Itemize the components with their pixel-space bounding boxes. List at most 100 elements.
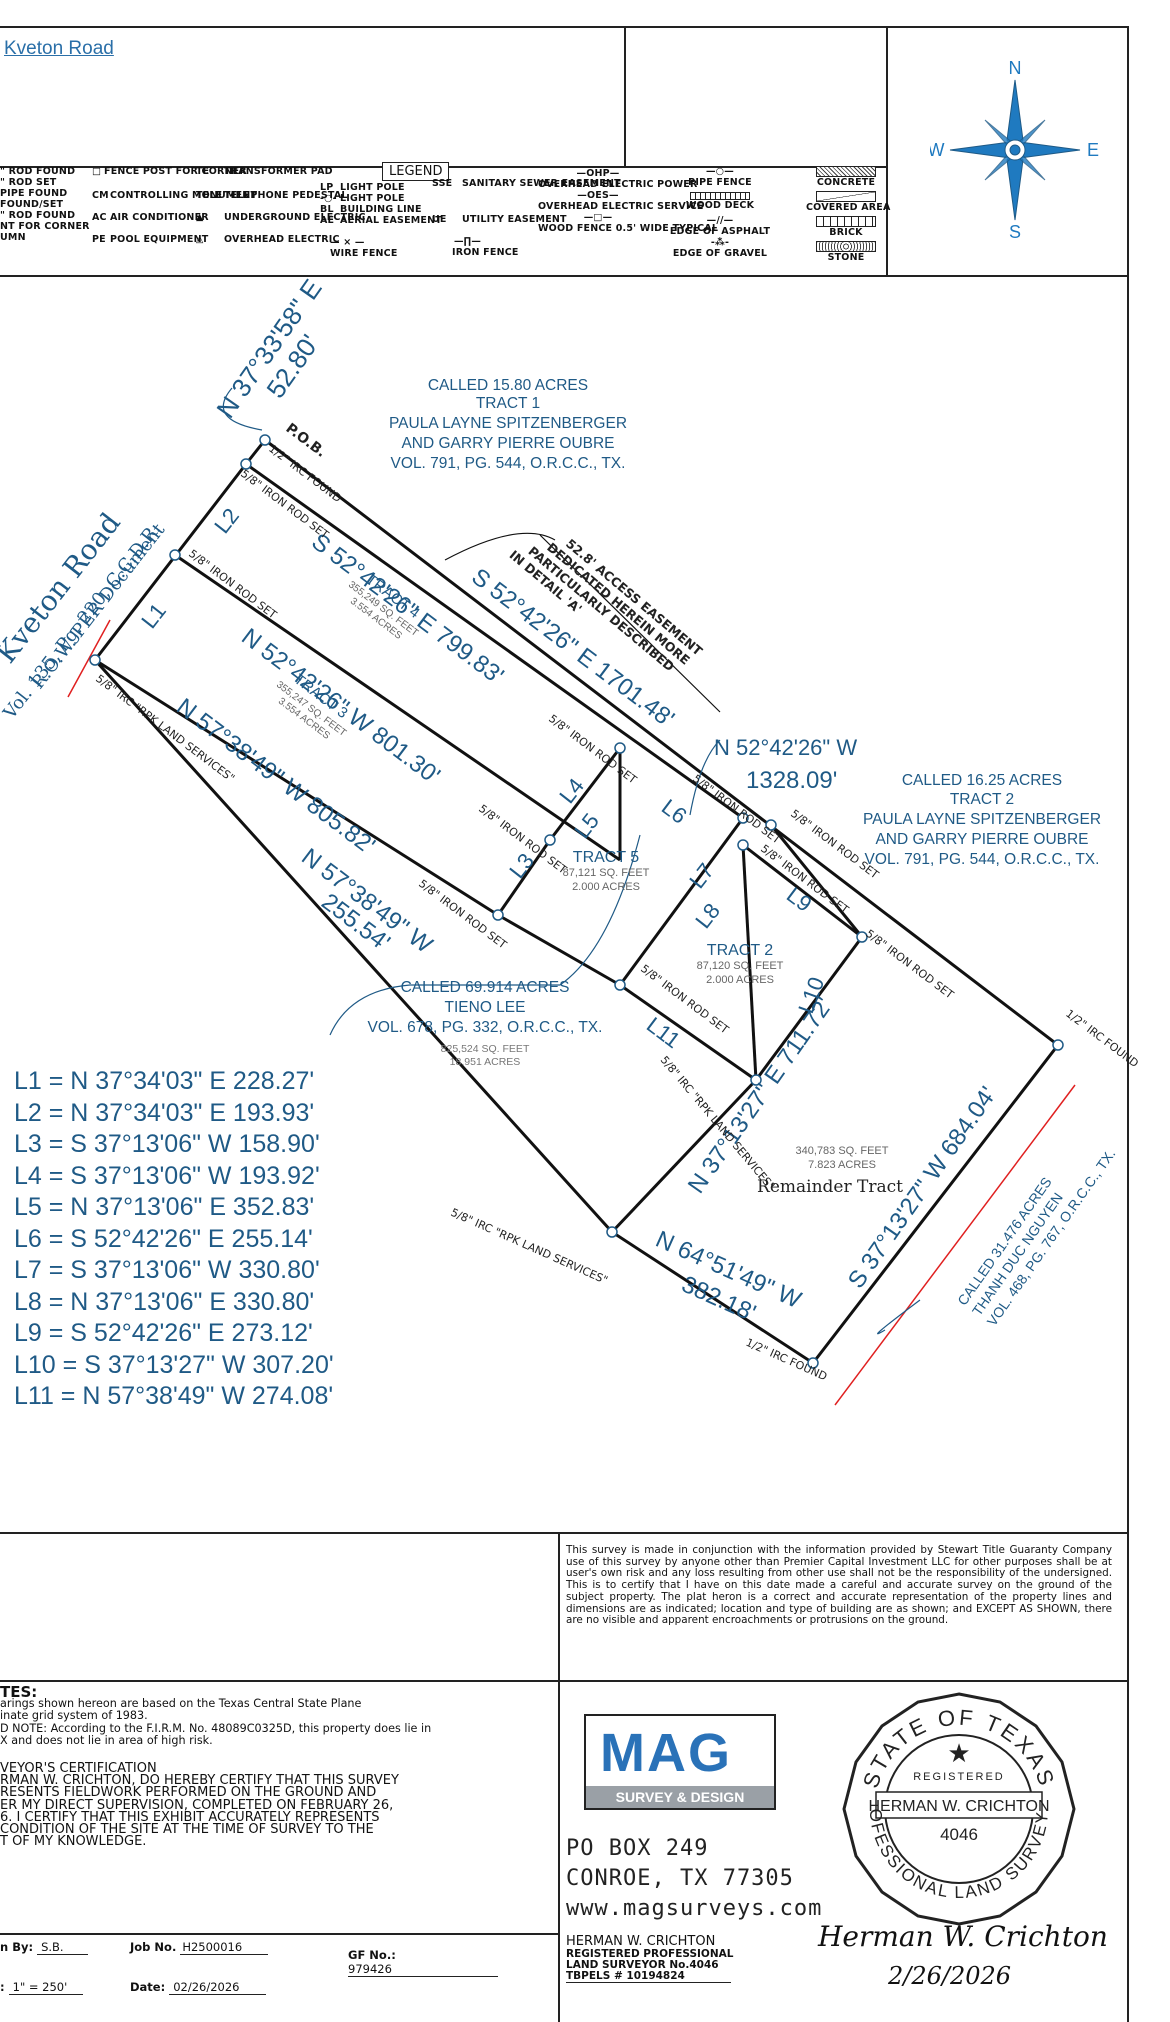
- tag-l11: L11: [642, 1012, 685, 1053]
- legend-col-1: " ROD FOUND " ROD SET PIPE FOUND FOUND/S…: [0, 166, 90, 243]
- legend-abbr: UE: [432, 214, 447, 225]
- tract5-name: TRACT 5: [573, 849, 639, 866]
- notes-heading: TES:: [0, 1683, 38, 1701]
- tieno-sqft: 825,524 SQ. FEET: [441, 1043, 530, 1055]
- job-value: H2500016: [180, 1940, 269, 1955]
- tract2-called-label: CALLED 16.25 ACRES TRACT 2 PAULA LAYNE S…: [863, 772, 1101, 868]
- drawn-label: n By:: [0, 1940, 34, 1954]
- plat-drawing: Kveton Road R.O.W. PER Document Vol. 135…: [0, 274, 1141, 1406]
- header-divider: [0, 275, 1128, 277]
- tract1-line: CALLED 15.80 ACRES: [428, 377, 588, 394]
- scale-label: :: [0, 1980, 5, 1994]
- legend-col-6: —OHP— OVERHEAD ELECTRIC POWER —OES— OVER…: [538, 168, 719, 234]
- legend-brick: BRICK: [829, 227, 863, 238]
- irc-rpk-3: 5/8" IRC "RPK LAND SERVICES": [449, 1206, 610, 1287]
- legend-abbr: TELE: [196, 190, 223, 201]
- legend-wire-fence: WIRE FENCE: [330, 248, 398, 259]
- seal-registered: REGISTERED: [913, 1771, 1005, 1783]
- tieno-line: CALLED 69.914 ACRES: [401, 979, 570, 996]
- footer-drawn: n By: S.B.: [0, 1940, 88, 1955]
- footer-job: Job No. H2500016: [130, 1940, 269, 1955]
- tract1-line: PAULA LAYNE SPITZENBERGER: [389, 415, 627, 432]
- surveyor-reg-1: REGISTERED PROFESSIONAL: [566, 1948, 734, 1960]
- line-table-row: L8 = N 37°13'06" E 330.80': [14, 1287, 315, 1316]
- legend-telephone: TELEPHONE PEDESTAL: [224, 190, 348, 201]
- legend-ohp-text: OVERHEAD ELECTRIC POWER: [538, 179, 698, 190]
- easement-outline: [539, 534, 721, 713]
- legend-col-8: CONCRETE COVERED AREA BRICK STONE: [806, 166, 891, 263]
- legend-controlling: CONTROLLING MONUMENT: [110, 190, 258, 201]
- line-table-row: L4 = S 37°13'06" W 193.92': [14, 1161, 320, 1190]
- legend-overhead: OVERHEAD ELECTRIC: [224, 234, 340, 245]
- gf-label: GF No.:: [348, 1948, 396, 1962]
- compass-rose-icon: N S W E: [930, 60, 1099, 240]
- legend-item: " ROD FOUND: [0, 166, 76, 177]
- tract2-sqft: 87,120 SQ. FEET: [697, 960, 784, 972]
- irc-found-1: 1/2" IRC FOUND: [1063, 1007, 1141, 1070]
- signature-date: 2/26/2026: [888, 1962, 1012, 1990]
- frame-right: [1127, 26, 1129, 2022]
- tract5-label: TRACT 5 87,121 SQ. FEET 2.000 ACRES: [563, 849, 650, 893]
- legend-light-pole-2: LIGHT POLE: [340, 193, 405, 204]
- legend-stone: STONE: [827, 252, 865, 263]
- tract2-name: TRACT 2: [707, 942, 773, 959]
- rod-set-9: 5/8" IRON ROD SET: [863, 927, 956, 1002]
- tieno-acres: 18.951 ACRES: [450, 1056, 521, 1068]
- tract5-acres: 2.000 ACRES: [572, 881, 640, 893]
- company-address: PO BOX 249 CONROE, TX 77305 www.magsurve…: [566, 1834, 822, 1924]
- thanh-label: CALLED 31.476 ACRES THANH DUC NGUYEN VOL…: [954, 1146, 1118, 1329]
- call-f2: 1328.09': [746, 767, 837, 794]
- tag-l4: L4: [554, 773, 589, 808]
- line-table-row: L9 = S 52°42'26" E 273.12': [14, 1319, 313, 1347]
- header-vline-1: [624, 26, 626, 166]
- legend-item: " ROD SET: [0, 177, 57, 188]
- legend-oes: —OES—: [577, 190, 619, 201]
- tract1-line: AND GARRY PIERRE OUBRE: [401, 435, 614, 452]
- call-f: N 52°42'26" W: [714, 735, 857, 760]
- legend-pipe-fence: PIPE FENCE: [688, 177, 752, 188]
- date-value: 02/26/2026: [169, 1980, 266, 1995]
- footer-top: [0, 1933, 558, 1935]
- compass-s: S: [1009, 222, 1021, 240]
- remainder-name: Remainder Tract: [757, 1177, 903, 1197]
- tract5-sqft: 87,121 SQ. FEET: [563, 867, 650, 879]
- line-table-row: L3 = S 37°13'06" W 158.90': [14, 1130, 320, 1158]
- legend-col-2: □FENCE POST FOR CORNER CMCONTROLLING MON…: [92, 166, 258, 245]
- tract2-line: TRACT 2: [950, 791, 1014, 808]
- legend-title: LEGEND: [382, 162, 450, 181]
- compass-n: N: [1009, 60, 1022, 78]
- tag-l8: L8: [690, 898, 725, 933]
- tract1-line: TRACT 1: [476, 395, 540, 412]
- logo-mag: MAG: [600, 1723, 732, 1783]
- tieno-label: CALLED 69.914 ACRES TIENO LEE VOL. 678, …: [368, 979, 603, 1068]
- legend-iron-fence: IRON FENCE: [452, 247, 519, 258]
- notes-top: [0, 1680, 558, 1682]
- legend-abbr: PE: [92, 234, 106, 245]
- tieno-line: TIENO LEE: [445, 999, 526, 1016]
- legend-abbr: TE: [196, 166, 210, 177]
- svg-text:★: ★: [947, 1738, 970, 1768]
- scale-value: 1" = 250': [8, 1980, 84, 1995]
- line-table-row: L10 = S 37°13'27" W 307.20': [14, 1350, 334, 1379]
- surveyor-seal: ★ STATE OF TEXAS REGISTERED HERMAN W. CR…: [840, 1690, 1076, 1926]
- company-website[interactable]: www.magsurveys.com: [566, 1896, 823, 1921]
- legend-utility: UTILITY EASEMENT: [462, 214, 567, 225]
- seal-name: HERMAN W. CRICHTON: [868, 1798, 1049, 1815]
- legend-sanitary: SANITARY SEWER EASEMENT: [462, 178, 621, 189]
- legend-abbr: LP: [320, 182, 334, 193]
- legend-wood-deck: WOOD DECK: [685, 200, 755, 211]
- row-line-red-east: [834, 1084, 1076, 1406]
- legend-air: AIR CONDITIONER: [110, 212, 209, 223]
- legend-item: UMN: [0, 232, 26, 243]
- leaders: [222, 387, 921, 1335]
- line-table-row: L2 = N 37°34'03" E 193.93': [14, 1098, 315, 1127]
- legend-covered-area: COVERED AREA: [806, 202, 891, 213]
- project-link[interactable]: Kveton Road: [4, 38, 114, 59]
- bottom-divider: [0, 1532, 1128, 1534]
- notes-line: T OF MY KNOWLEDGE.: [0, 1834, 147, 1850]
- line-table-row: L1 = N 37°34'03" E 228.27': [14, 1067, 315, 1095]
- legend-oes-text: OVERHEAD ELECTRIC SERVICE: [538, 201, 704, 212]
- legend-abbr: AE: [320, 215, 335, 226]
- tract2-acres: 2.000 ACRES: [706, 974, 774, 986]
